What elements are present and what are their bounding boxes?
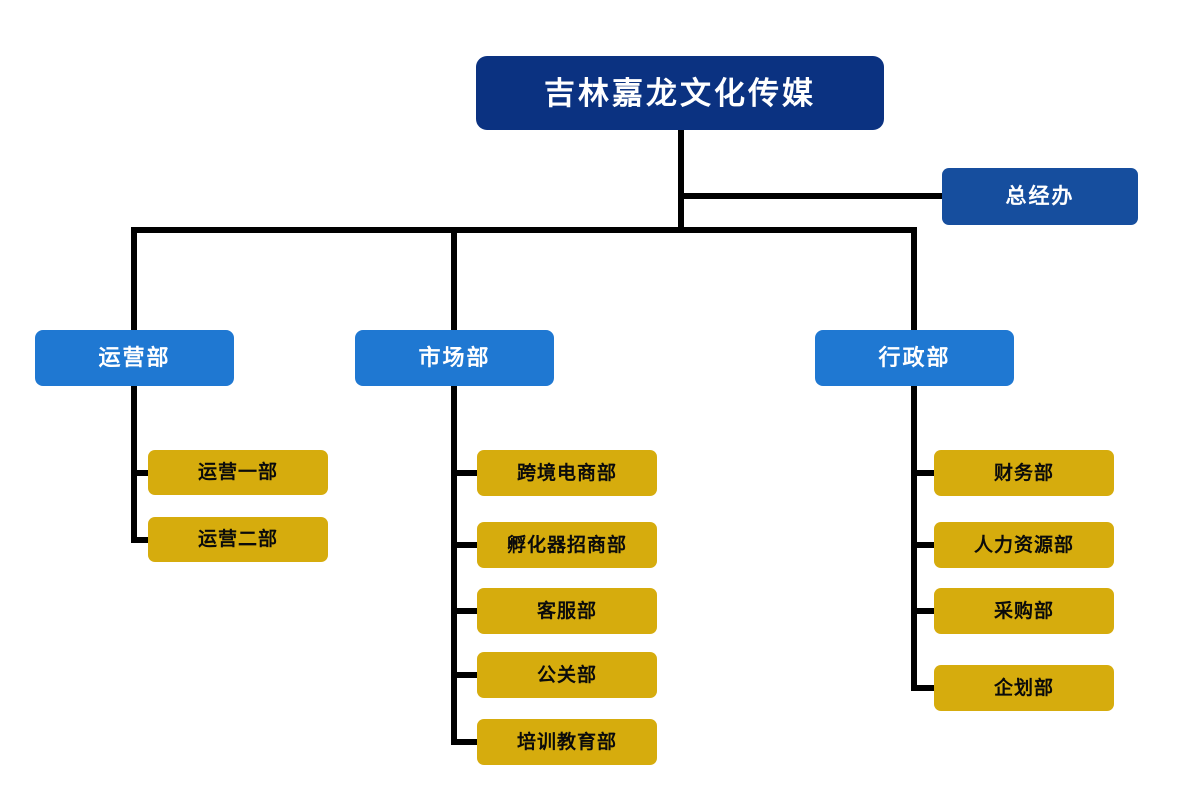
node-admin-child-1[interactable]: 财务部 bbox=[934, 450, 1114, 496]
node-admin-label: 行政部 bbox=[878, 345, 951, 370]
node-mkt-child-3[interactable]: 客服部 bbox=[477, 588, 657, 634]
node-mkt-child-2[interactable]: 孵化器招商部 bbox=[477, 522, 657, 568]
node-mkt-child-1[interactable]: 跨境电商部 bbox=[477, 450, 657, 496]
node-admin-child-2-label: 人力资源部 bbox=[973, 534, 1074, 556]
node-admin-child-3[interactable]: 采购部 bbox=[934, 588, 1114, 634]
node-mkt-child-4[interactable]: 公关部 bbox=[477, 652, 657, 698]
node-mkt-child-5-label: 培训教育部 bbox=[516, 731, 617, 753]
node-ops[interactable]: 运营部 bbox=[35, 330, 234, 386]
node-gm-office[interactable]: 总经办 bbox=[942, 168, 1138, 225]
node-root[interactable]: 吉林嘉龙文化传媒 bbox=[476, 56, 884, 130]
node-admin-child-4[interactable]: 企划部 bbox=[934, 665, 1114, 711]
node-ops-child-1[interactable]: 运营一部 bbox=[148, 450, 328, 495]
node-admin-child-2[interactable]: 人力资源部 bbox=[934, 522, 1114, 568]
node-gm-office-label: 总经办 bbox=[1005, 185, 1075, 208]
node-ops-label: 运营部 bbox=[98, 345, 171, 370]
node-mkt-child-3-label: 客服部 bbox=[536, 600, 597, 622]
node-root-label: 吉林嘉龙文化传媒 bbox=[544, 75, 816, 111]
node-mkt-label: 市场部 bbox=[418, 345, 491, 370]
node-ops-child-1-label: 运营一部 bbox=[197, 462, 278, 483]
node-mkt-child-1-label: 跨境电商部 bbox=[516, 462, 617, 484]
node-mkt[interactable]: 市场部 bbox=[355, 330, 554, 386]
node-admin-child-1-label: 财务部 bbox=[993, 462, 1054, 484]
node-mkt-child-4-label: 公关部 bbox=[536, 664, 597, 686]
node-mkt-child-5[interactable]: 培训教育部 bbox=[477, 719, 657, 765]
node-admin[interactable]: 行政部 bbox=[815, 330, 1014, 386]
node-mkt-child-2-label: 孵化器招商部 bbox=[506, 534, 627, 556]
node-ops-child-2-label: 运营二部 bbox=[197, 529, 278, 550]
node-admin-child-3-label: 采购部 bbox=[993, 600, 1054, 622]
node-ops-child-2[interactable]: 运营二部 bbox=[148, 517, 328, 562]
node-admin-child-4-label: 企划部 bbox=[993, 677, 1054, 699]
